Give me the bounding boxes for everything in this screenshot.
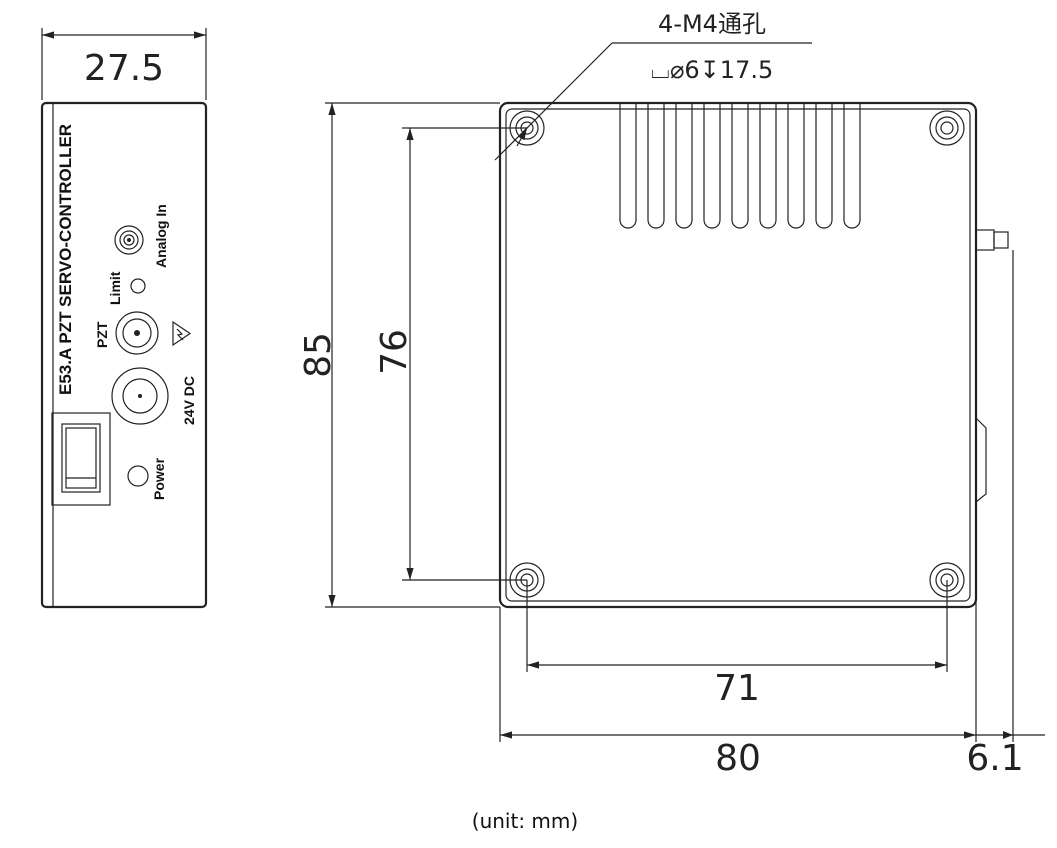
hole-callout-arrow — [516, 127, 528, 147]
dc-label: 24V DC — [181, 376, 197, 425]
side-width-label: 27.5 — [84, 48, 164, 89]
hole-h-label: 71 — [714, 668, 760, 709]
panel-title: E53.A PZT SERVO-CONTROLLER — [56, 124, 75, 395]
pzt-connector — [115, 311, 159, 355]
analog-in-label: Analog In — [153, 204, 169, 268]
hole-callout-line1: 4-M4通孔 — [658, 10, 766, 38]
top-view: 85 76 71 80 6.1 4-M4通孔 ⌴⌀6↧17.5 — [298, 10, 1045, 779]
hole-v-label: 76 — [374, 329, 415, 375]
dc-power-connector — [111, 367, 169, 425]
unit-note: (unit: mm) — [472, 809, 578, 833]
power-switch — [51, 412, 111, 506]
high-voltage-warning-icon — [172, 320, 192, 347]
knob-label: 6.1 — [966, 738, 1023, 779]
pzt-label: PZT — [94, 321, 110, 348]
limit-led — [130, 278, 146, 294]
mounting-hole-tr — [929, 110, 965, 146]
height-label: 85 — [298, 332, 339, 378]
width-label: 80 — [715, 738, 761, 779]
hole-callout-line2: ⌴⌀6↧17.5 — [651, 56, 773, 84]
analog-in-connector — [114, 225, 144, 255]
hole-callout-leader — [494, 42, 613, 161]
side-panel-body — [40, 101, 208, 609]
power-label: Power — [151, 457, 167, 500]
heatsink-fins — [619, 103, 861, 229]
side-connector-stub — [975, 229, 1009, 251]
side-rocker-switch — [975, 417, 987, 503]
top-view-inner-outline — [505, 108, 971, 602]
top-view-body — [498, 101, 978, 609]
limit-label: Limit — [107, 271, 123, 305]
power-led — [127, 465, 149, 487]
knob-dim-arrow — [1003, 731, 1013, 739]
side-view: 27.5 E53.A PZT SERVO-CONTROLLER Analog I… — [40, 28, 208, 609]
